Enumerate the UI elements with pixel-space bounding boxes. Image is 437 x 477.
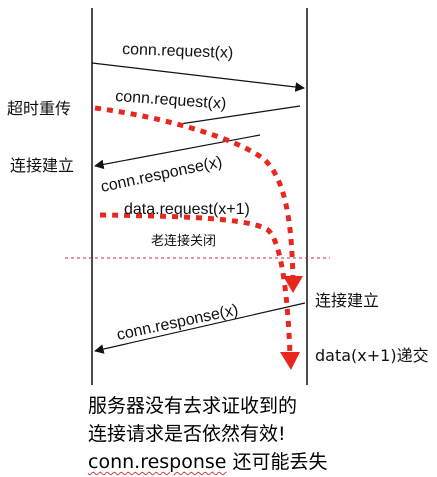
- caption-line-3-rest: 还可能丢失: [226, 451, 328, 473]
- label-old-conn-closed: 老连接关闭: [151, 233, 216, 249]
- label-data-request: data.request(x+1): [124, 201, 250, 218]
- arrow-conn-response-2: [94, 302, 306, 354]
- label-data-delivered: data(x+1)递交: [315, 346, 429, 365]
- label-conn-established-right: 连接建立: [315, 291, 379, 310]
- arrow-conn-request-1: [91, 62, 305, 92]
- label-conn-established-left: 连接建立: [10, 156, 74, 175]
- label-conn-response-1: conn.response(x): [99, 154, 223, 196]
- delayed-data-request-path: [99, 212, 293, 356]
- caption-line-1: 服务器没有去求证收到的: [88, 395, 298, 417]
- caption: 服务器没有去求证收到的 连接请求是否依然有效! conn.response 还可…: [88, 392, 428, 476]
- label-conn-request-2: conn.request(x): [115, 88, 227, 113]
- caption-code-term: conn.response: [88, 451, 227, 473]
- delayed-conn-request-path: [94, 105, 296, 283]
- arrow-conn-response-1: [94, 134, 261, 170]
- delayed-data-request-arrowhead: [280, 352, 300, 370]
- caption-line-2: 连接请求是否依然有效!: [88, 423, 286, 445]
- arrow-conn-request-2: [179, 105, 301, 125]
- label-conn-request-1: conn.request(x): [122, 41, 234, 62]
- delayed-conn-request-arrowhead: [283, 276, 303, 293]
- label-timeout-retransmit: 超时重传: [7, 99, 71, 118]
- caption-line-3: conn.response 还可能丢失: [88, 448, 428, 476]
